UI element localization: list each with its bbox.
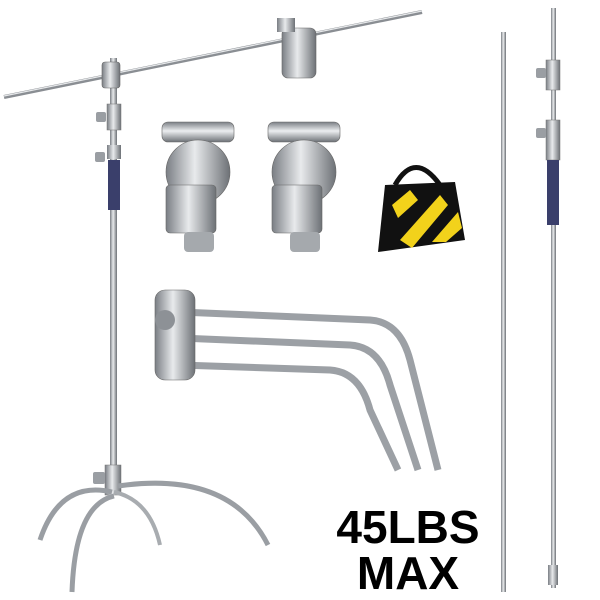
riser-stand [536, 8, 561, 588]
weight-capacity-line2: MAX [356, 547, 460, 599]
grip-head [161, 121, 235, 252]
c-stand [37, 58, 271, 593]
grip-head [267, 121, 341, 252]
boom-arm [3, 10, 423, 99]
extension-arms [154, 289, 442, 472]
boom-grip-head [281, 27, 317, 79]
weight-capacity-line1: 45LBS [336, 501, 480, 553]
grip-sleeve [108, 160, 120, 210]
sandbag [378, 165, 465, 252]
riser-pole [501, 32, 506, 592]
